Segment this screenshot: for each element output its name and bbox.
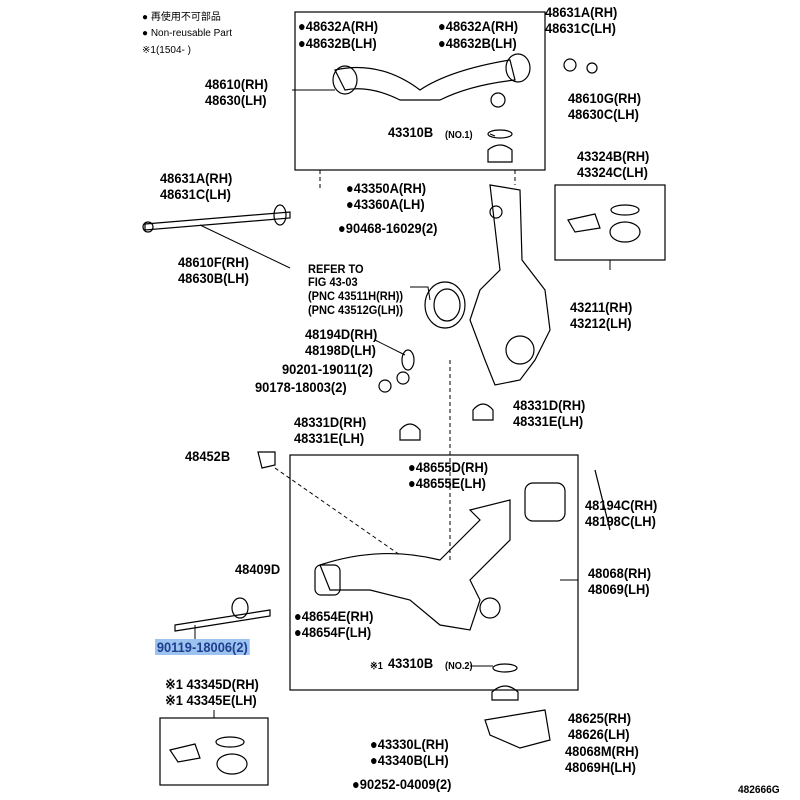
part-label[interactable]: 43324C(LH): [577, 164, 648, 180]
part-label[interactable]: ●48654F(LH): [294, 624, 372, 640]
part-label[interactable]: 48331E(LH): [294, 430, 365, 446]
part-label[interactable]: 48069(LH): [588, 581, 650, 597]
nut-icon: [378, 379, 392, 393]
cam-washer-icon: [231, 597, 249, 619]
boot-kit-parts: [169, 204, 641, 775]
part-label[interactable]: 48631A(RH): [545, 4, 618, 20]
selected-part-label[interactable]: 90119-18006(2): [155, 639, 250, 655]
part-label[interactable]: 48630(LH): [205, 92, 267, 108]
boot-kit-box-upper: [554, 184, 666, 261]
part-label[interactable]: 43324B(RH): [577, 148, 650, 164]
knuckle-arm-icon: [484, 709, 551, 749]
part-label[interactable]: 90178-18003(2): [255, 379, 347, 395]
part-label[interactable]: 48626(LH): [568, 726, 630, 742]
legend-en: ● Non-reusable Part: [142, 28, 232, 39]
refer-label: (PNC 43512G(LH)): [308, 303, 404, 317]
clip-icon: [257, 451, 276, 469]
part-label[interactable]: 48194D(RH): [305, 326, 378, 342]
boot-icon-2: [491, 685, 519, 701]
part-label[interactable]: 48331E(LH): [513, 413, 584, 429]
figure-number: 482666G: [738, 784, 780, 796]
part-label[interactable]: 48198D(LH): [305, 342, 376, 358]
part-label[interactable]: 48069H(LH): [565, 759, 636, 775]
part-label[interactable]: ●48632B(LH): [298, 35, 377, 51]
cam-bolt-icon: [594, 469, 611, 531]
part-label[interactable]: 48631A(RH): [160, 170, 233, 186]
long-bolt-icon: [174, 609, 271, 632]
part-label[interactable]: ●90252-04009(2): [352, 776, 452, 792]
ring-icon: [487, 129, 513, 139]
part-label[interactable]: ●48632A(RH): [438, 18, 519, 34]
washer-icon: [396, 371, 410, 385]
legend-note: ※1(1504- ): [142, 45, 191, 56]
part-label[interactable]: 43211(RH): [570, 299, 633, 315]
part-label[interactable]: 48194C(RH): [585, 497, 658, 513]
part-label[interactable]: ●48655E(LH): [408, 475, 486, 491]
boot-kit-box-lower: [159, 717, 269, 786]
upper-arm-box: [294, 11, 546, 171]
ring-icon-2: [492, 663, 518, 673]
part-label[interactable]: 48610G(RH): [568, 90, 642, 106]
part-label[interactable]: 48631C(LH): [160, 186, 231, 202]
part-label[interactable]: 48630B(LH): [178, 270, 249, 286]
part-label[interactable]: 48068(RH): [588, 565, 652, 581]
part-label[interactable]: 48630C(LH): [568, 106, 639, 122]
part-label[interactable]: 48068M(RH): [565, 743, 639, 759]
part-label[interactable]: 90201-19011(2): [282, 361, 373, 377]
leader-lines: [194, 89, 611, 718]
part-label-note: (NO.2): [445, 661, 473, 672]
part-label[interactable]: ●43340B(LH): [370, 752, 449, 768]
part-label[interactable]: 48452B: [185, 448, 231, 464]
shaft-icon: [142, 204, 291, 233]
cam-plate-icon: [401, 349, 415, 371]
part-label[interactable]: 48631C(LH): [545, 20, 616, 36]
part-label[interactable]: 43310B: [388, 124, 434, 140]
note-mark: ※1: [370, 661, 383, 672]
part-label[interactable]: ※1 43345D(RH): [165, 676, 259, 692]
part-label[interactable]: ●43350A(RH): [346, 180, 427, 196]
refer-label: REFER TO: [308, 262, 364, 276]
part-label[interactable]: ●48632A(RH): [298, 18, 379, 34]
part-label[interactable]: ●90468-16029(2): [338, 220, 438, 236]
boot-icon: [487, 144, 513, 163]
bump-stopper-icon-2: [472, 403, 494, 421]
part-label[interactable]: 48331D(RH): [294, 414, 367, 430]
lower-arm-box: [289, 454, 579, 691]
part-label[interactable]: 43310B: [388, 655, 434, 671]
lower-arm-icon: [314, 482, 566, 631]
part-label[interactable]: ●48632B(LH): [438, 35, 517, 51]
refer-label[interactable]: FIG 43-03: [308, 275, 358, 289]
part-label[interactable]: 48331D(RH): [513, 397, 586, 413]
part-label[interactable]: 48625(RH): [568, 710, 632, 726]
part-label[interactable]: ●48655D(RH): [408, 459, 489, 475]
part-label-note: (NO.1): [445, 130, 473, 141]
knuckle-icon: [469, 184, 551, 386]
part-label[interactable]: ●43330L(RH): [370, 736, 449, 752]
part-label[interactable]: 48610(RH): [205, 76, 269, 92]
legend-jp: ● 再使用不可部品: [142, 12, 221, 23]
bump-stopper-icon: [399, 423, 421, 441]
seal-icon: [424, 281, 466, 329]
part-label[interactable]: ●48654E(RH): [294, 608, 374, 624]
refer-label: (PNC 43511H(RH)): [308, 289, 404, 303]
part-label[interactable]: 48610F(RH): [178, 254, 249, 270]
part-label[interactable]: 43212(LH): [570, 315, 632, 331]
part-label[interactable]: 48409D: [235, 561, 281, 577]
part-label[interactable]: ※1 43345E(LH): [165, 692, 257, 708]
part-label[interactable]: ●43360A(LH): [346, 196, 425, 212]
upper-arm-icon: [332, 53, 598, 108]
part-label[interactable]: 48198C(LH): [585, 513, 656, 529]
dashed-lines: [274, 170, 516, 560]
